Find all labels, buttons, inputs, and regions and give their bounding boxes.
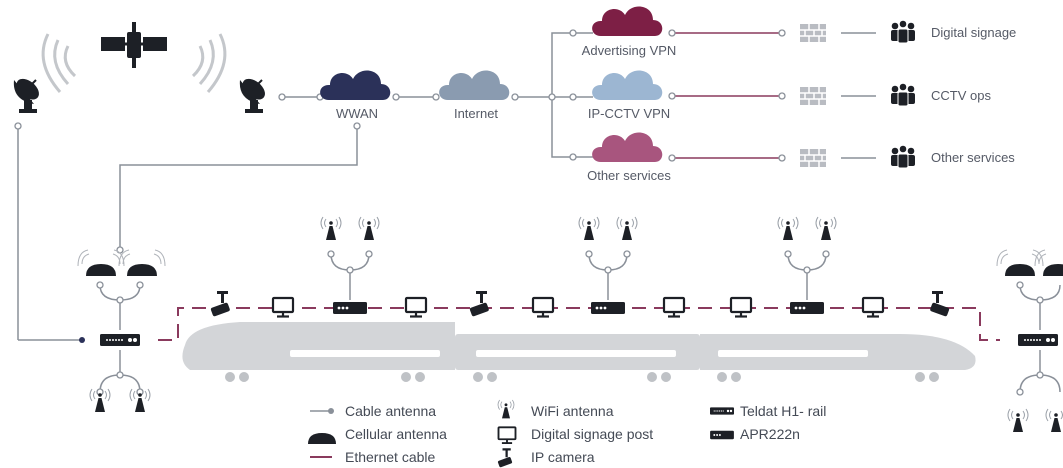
legend-ethernet-cable: Ethernet cable — [345, 449, 435, 465]
internet-cloud-icon — [439, 70, 510, 100]
teldat-router-icon — [710, 407, 734, 415]
wifi-antenna-icon — [1007, 408, 1029, 433]
legend-digital-signage-post: Digital signage post — [531, 426, 653, 442]
people-icon — [890, 144, 916, 169]
train-illustration — [182, 322, 976, 382]
satellite-dish-icon — [11, 73, 44, 114]
satellite-signal-waves — [41, 33, 227, 93]
ip-cctv-vpn-cloud-icon — [592, 70, 663, 100]
wifi-antenna-icon — [1045, 408, 1063, 433]
ip-camera-icon — [469, 291, 490, 317]
ip-camera-icon — [210, 291, 231, 317]
wwan-label: WWAN — [336, 106, 378, 121]
satellite-dish-icon — [237, 73, 270, 114]
legend-cellular-antenna-symbol — [308, 433, 336, 444]
apr222n-router-icon — [591, 302, 625, 314]
digital-signage-monitor-icon — [662, 296, 686, 318]
legend-ip-camera: IP camera — [531, 449, 595, 465]
legend: Cable antenna Cellular antenna Ethernet … — [308, 399, 826, 468]
cellular-antenna-icon — [996, 249, 1044, 277]
advertising-vpn-label: Advertising VPN — [582, 43, 677, 58]
service-cctv-ops: CCTV ops — [931, 88, 991, 103]
cellular-antenna-icon — [118, 249, 166, 277]
ethernet-backbone — [158, 307, 1000, 341]
digital-signage-monitor-icon — [497, 426, 517, 445]
teldat-router-icon — [100, 334, 140, 346]
wifi-antenna-icon — [578, 216, 600, 241]
legend-cable-antenna: Cable antenna — [345, 403, 436, 419]
wifi-feed-lines — [330, 253, 827, 300]
ip-camera-icon — [497, 448, 513, 468]
cellular-antenna-icon — [77, 249, 125, 277]
people-icon — [890, 82, 916, 107]
advertising-vpn-cloud-icon — [592, 6, 663, 36]
apr222n-router-icon — [333, 302, 367, 314]
ip-cctv-vpn-label: IP-CCTV VPN — [588, 106, 670, 121]
firewall-icon — [799, 86, 827, 106]
wifi-antenna-icon — [320, 216, 342, 241]
firewall-icon — [799, 23, 827, 43]
service-digital-signage: Digital signage — [931, 25, 1016, 40]
digital-signage-monitor-icon — [271, 296, 295, 318]
service-other-services: Other services — [931, 150, 1015, 165]
other-services-cloud-label: Other services — [587, 168, 671, 183]
firewall-icon — [799, 148, 827, 168]
legend-cellular-antenna: Cellular antenna — [345, 426, 447, 442]
digital-signage-monitor-icon — [861, 296, 885, 318]
wifi-antenna-icon — [815, 216, 837, 241]
people-icon — [890, 19, 916, 44]
digital-signage-monitor-icon — [729, 296, 753, 318]
legend-wifi-antenna: WiFi antenna — [531, 403, 614, 419]
wwan-cloud-icon — [320, 70, 391, 100]
internet-label: Internet — [454, 106, 498, 121]
satellite-icon — [101, 22, 167, 68]
apr222n-router-icon — [790, 302, 824, 314]
wifi-antenna-icon — [497, 399, 515, 419]
other-services-cloud-icon — [592, 132, 663, 162]
wifi-antenna-icon — [777, 216, 799, 241]
wifi-antenna-icon — [616, 216, 638, 241]
apr222n-router-icon — [710, 430, 734, 440]
legend-apr222n: APR222n — [740, 426, 800, 442]
digital-signage-monitor-icon — [531, 296, 555, 318]
legend-cable-antenna-symbol — [310, 408, 334, 414]
vpn-links — [672, 32, 782, 159]
legend-teldat-rail: Teldat H1- rail — [740, 403, 826, 419]
wifi-antenna-icon — [358, 216, 380, 241]
digital-signage-monitor-icon — [404, 296, 428, 318]
teldat-router-icon — [1018, 334, 1058, 346]
uplink-cables — [17, 32, 876, 341]
ip-camera-icon — [929, 291, 950, 317]
